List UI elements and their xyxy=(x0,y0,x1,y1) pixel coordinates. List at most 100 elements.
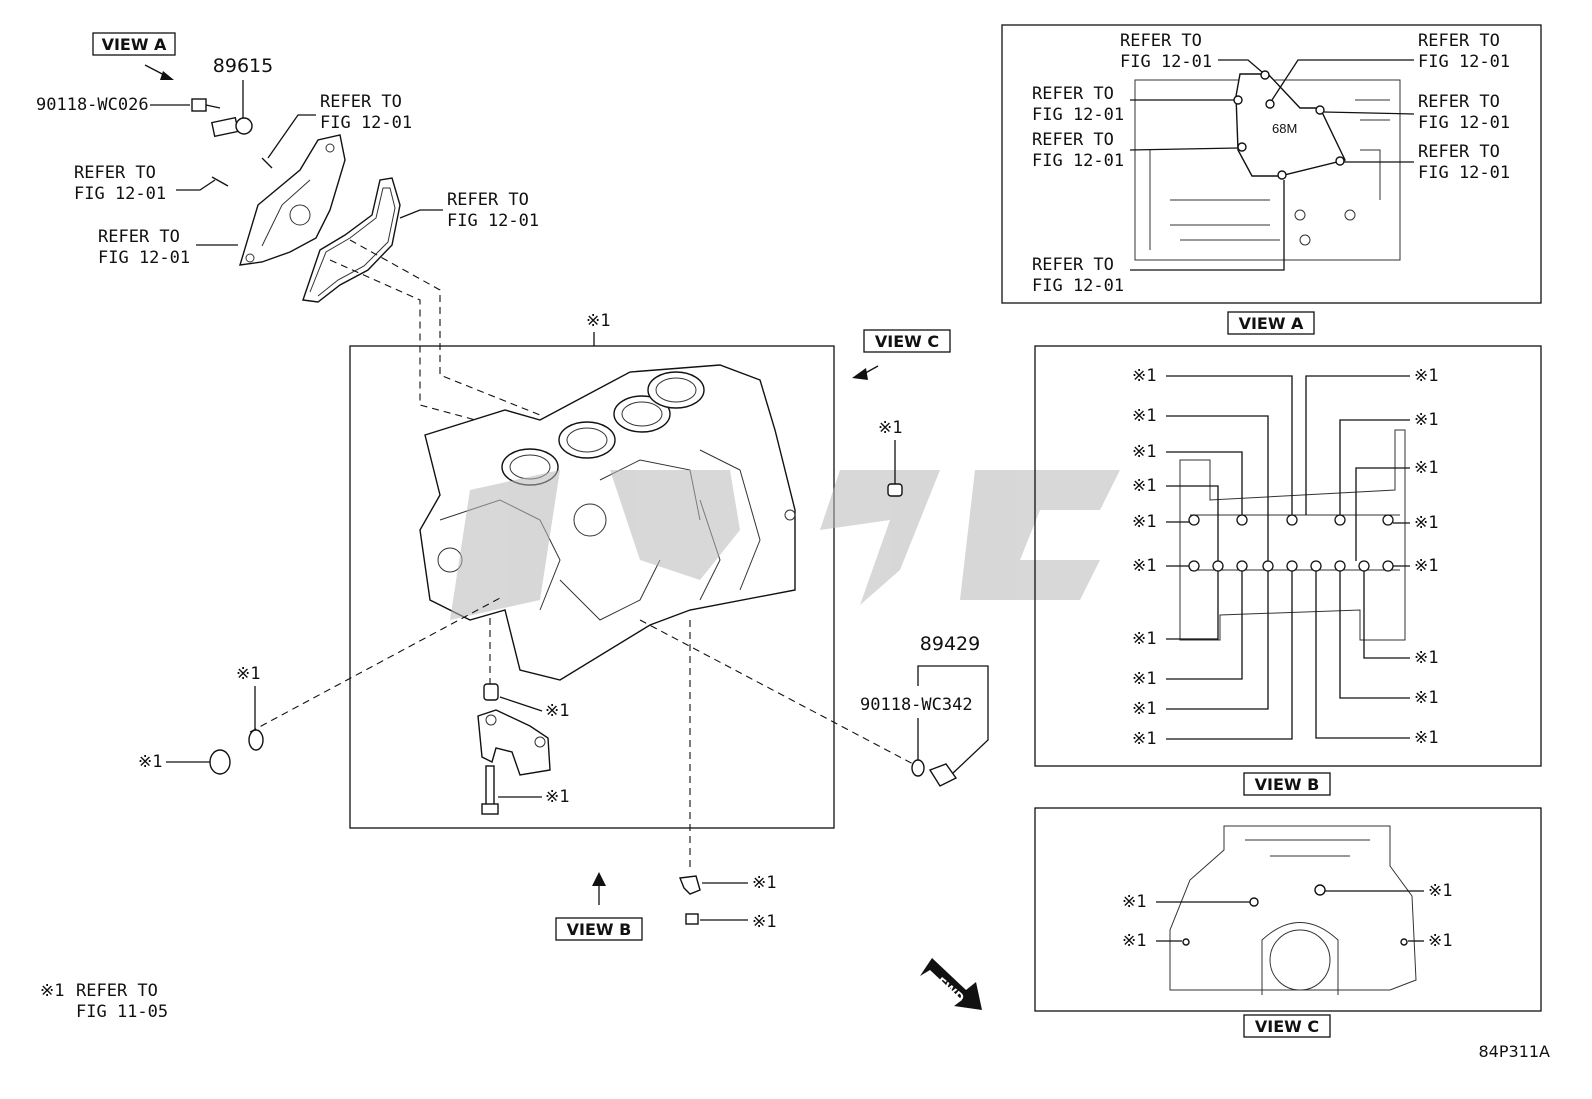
svg-text:※1: ※1 xyxy=(1132,669,1156,689)
o-ring-left[interactable] xyxy=(248,729,264,751)
svg-text:FIG 12-01: FIG 12-01 xyxy=(447,211,539,231)
view-c-tag[interactable]: VIEW C xyxy=(863,329,951,353)
svg-text:REFER TO: REFER TO xyxy=(1032,130,1114,150)
svg-text:※1: ※1 xyxy=(1414,458,1438,478)
small-bolt-icon xyxy=(261,157,273,169)
svg-text:※1: ※1 xyxy=(1414,728,1438,748)
viewb-left-leaders xyxy=(1166,375,1293,740)
part-90118-wc026-label: 90118-WC026 xyxy=(36,95,149,115)
oil-jet-ref: ※1 xyxy=(752,873,776,893)
plug-ref-label: ※1 xyxy=(138,752,162,772)
svg-text:※1: ※1 xyxy=(1414,648,1438,668)
svg-text:VIEW B: VIEW B xyxy=(567,920,632,939)
view-c-panel-drawing xyxy=(1169,825,1417,995)
svg-text:REFER TO: REFER TO xyxy=(1032,255,1114,275)
view-c-panel xyxy=(1034,807,1542,1012)
svg-text:VIEW B: VIEW B xyxy=(1255,775,1320,794)
view-b-panel-tag[interactable]: VIEW B xyxy=(1243,772,1331,796)
svg-text:※1: ※1 xyxy=(1132,629,1156,649)
view-a-tag[interactable]: VIEW A xyxy=(92,32,176,56)
part-89615-label: 89615 xyxy=(213,55,273,77)
svg-text:FIG 12-01: FIG 12-01 xyxy=(1418,113,1510,133)
viewa-ref-6: REFER TO FIG 12-01 xyxy=(1418,142,1510,183)
svg-text:FIG 12-01: FIG 12-01 xyxy=(1032,276,1124,296)
view-b-arrow-icon xyxy=(592,872,606,886)
svg-text:※1: ※1 xyxy=(1132,476,1156,496)
cylinder-block-frame xyxy=(349,345,835,829)
view-a-panel xyxy=(1001,24,1542,304)
plug-left[interactable] xyxy=(209,749,231,775)
dowel-pin[interactable] xyxy=(483,683,499,701)
svg-text:※1: ※1 xyxy=(40,981,64,1001)
refer-fig1201-top: REFER TO FIG 12-01 xyxy=(320,92,412,133)
viewa-ref-4: REFER TO FIG 12-01 xyxy=(1418,92,1510,133)
block-ref-mark: ※1 xyxy=(586,311,610,331)
straight-pin[interactable] xyxy=(887,483,903,497)
viewb-left-refs: ※1 ※1 ※1 ※1 ※1 ※1 ※1 ※1 ※1 ※1 xyxy=(1132,366,1156,749)
viewa-ref-3: REFER TO FIG 12-01 xyxy=(1032,84,1124,125)
svg-text:※1: ※1 xyxy=(1132,406,1156,426)
svg-text:REFER TO: REFER TO xyxy=(74,163,156,183)
small-screw[interactable] xyxy=(685,913,699,925)
svg-text:※1: ※1 xyxy=(1132,556,1156,576)
fwd-arrow: FWD xyxy=(920,958,982,1010)
view-b-panel xyxy=(1034,345,1542,767)
svg-text:※1: ※1 xyxy=(1414,688,1438,708)
screw-ref: ※1 xyxy=(752,912,776,932)
svg-text:REFER TO: REFER TO xyxy=(447,190,529,210)
svg-text:FIG 12-01: FIG 12-01 xyxy=(1120,52,1212,72)
svg-text:68M: 68M xyxy=(1272,121,1297,136)
svg-text:REFER TO: REFER TO xyxy=(1418,142,1500,162)
svg-text:FIG 12-01: FIG 12-01 xyxy=(320,113,412,133)
svg-text:FIG 12-01: FIG 12-01 xyxy=(1032,105,1124,125)
bearing-cap[interactable] xyxy=(477,709,551,776)
svg-text:※1: ※1 xyxy=(1414,513,1438,533)
svg-text:※1: ※1 xyxy=(1414,410,1438,430)
svg-text:※1: ※1 xyxy=(1132,729,1156,749)
view-a-panel-tag[interactable]: VIEW A xyxy=(1227,311,1315,335)
viewc-refs: ※1 ※1 ※1 ※1 xyxy=(1122,881,1452,951)
viewa-ref-5: REFER TO FIG 12-01 xyxy=(1032,130,1124,171)
svg-text:FIG 12-01: FIG 12-01 xyxy=(1032,151,1124,171)
part-90118-wc342-label: 90118-WC342 xyxy=(860,695,973,715)
footnote: ※1 REFER TO FIG 11-05 xyxy=(40,981,168,1022)
svg-text:VIEW C: VIEW C xyxy=(875,332,939,351)
cap-bolt-ref: ※1 xyxy=(545,787,569,807)
svg-text:※1: ※1 xyxy=(1132,512,1156,532)
oil-jet[interactable] xyxy=(679,875,701,895)
svg-text:FIG 12-01: FIG 12-01 xyxy=(74,184,166,204)
viewb-right-leaders xyxy=(1305,375,1410,739)
svg-text:FIG 11-05: FIG 11-05 xyxy=(76,1002,168,1022)
viewb-right-refs: ※1 ※1 ※1 ※1 ※1 ※1 ※1 ※1 xyxy=(1414,366,1438,748)
refer-fig1201-left-2: REFER TO FIG 12-01 xyxy=(98,227,190,268)
refer-fig1201-gasket: REFER TO FIG 12-01 xyxy=(447,190,539,231)
svg-text:VIEW C: VIEW C xyxy=(1255,1017,1319,1036)
timing-cover[interactable] xyxy=(239,134,346,266)
oring-ref-label: ※1 xyxy=(236,664,260,684)
pin-ref: ※1 xyxy=(878,418,902,438)
viewa-ref-2: REFER TO FIG 12-01 xyxy=(1418,31,1510,72)
cap-bolt[interactable] xyxy=(481,765,499,815)
svg-text:※1: ※1 xyxy=(1414,366,1438,386)
svg-text:REFER TO: REFER TO xyxy=(1418,31,1500,51)
svg-text:FIG 12-01: FIG 12-01 xyxy=(98,248,190,268)
bolt-90118-wc026-icon[interactable] xyxy=(191,98,221,112)
drawing-code: 84P311A xyxy=(1479,1042,1551,1061)
svg-text:※1: ※1 xyxy=(1132,699,1156,719)
svg-text:REFER TO: REFER TO xyxy=(1120,31,1202,51)
svg-text:※1: ※1 xyxy=(1428,881,1452,901)
view-b-tag[interactable]: VIEW B xyxy=(555,917,643,941)
svg-text:※1: ※1 xyxy=(1122,931,1146,951)
knock-sensor-89429-icon[interactable] xyxy=(911,759,958,787)
part-89429-label: 89429 xyxy=(920,633,980,655)
svg-text:VIEW A: VIEW A xyxy=(102,35,167,54)
refer-fig1201-left-1: REFER TO FIG 12-01 xyxy=(74,163,166,204)
view-c-panel-tag[interactable]: VIEW C xyxy=(1243,1014,1331,1038)
sensor-89615-icon[interactable] xyxy=(210,116,253,138)
view-a-arrow-icon xyxy=(160,71,174,80)
svg-text:※1: ※1 xyxy=(1428,931,1452,951)
watermark xyxy=(450,470,1120,620)
view-b-panel-drawing xyxy=(1179,429,1406,641)
view-c-arrow-icon xyxy=(852,368,868,380)
